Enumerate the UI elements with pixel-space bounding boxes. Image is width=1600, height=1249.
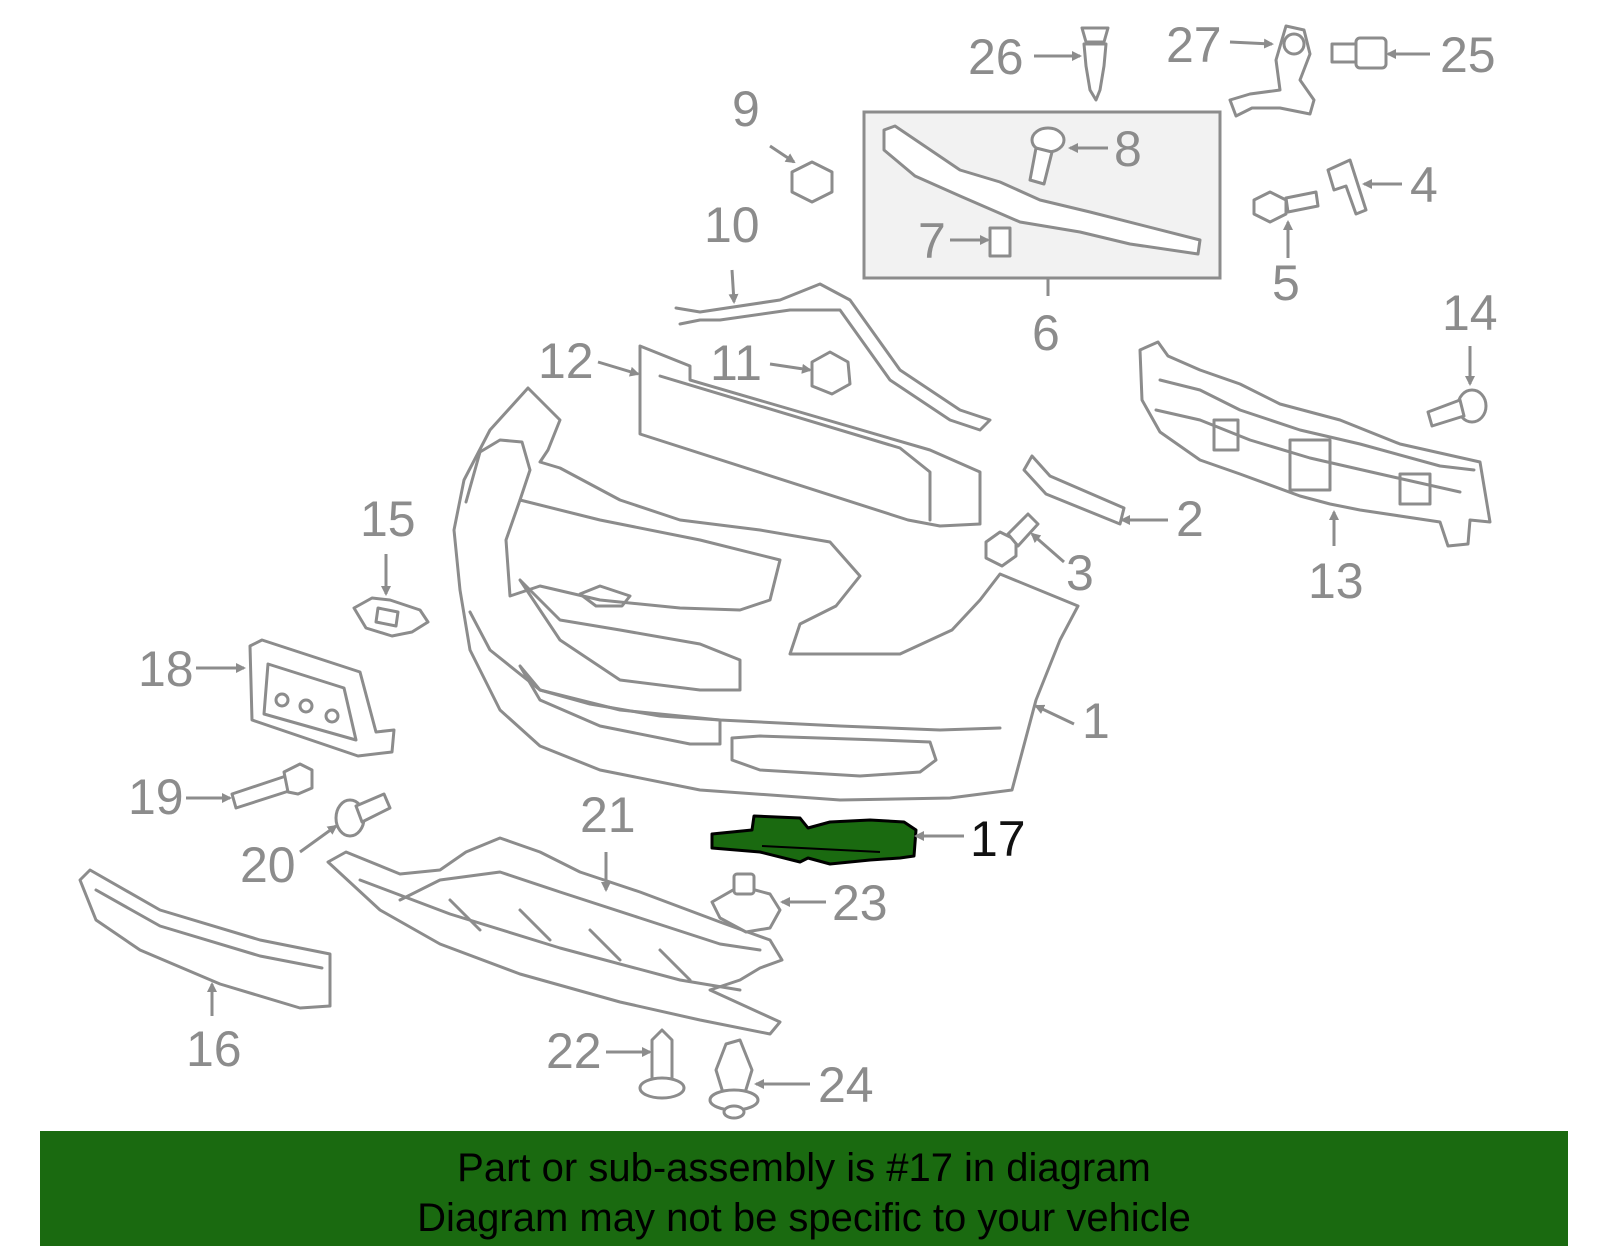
callout-24: 24 [818, 1057, 874, 1113]
banner-line-1: Part or sub-assembly is #17 in diagram [457, 1146, 1151, 1190]
part-26-pin [1080, 26, 1110, 102]
callout-2: 2 [1176, 491, 1204, 547]
part-13-reinforcement [1138, 340, 1492, 548]
callout-16: 16 [186, 1021, 242, 1077]
part-20-bolt [334, 792, 392, 838]
part-17-highlighted [710, 814, 918, 866]
callout-11: 11 [710, 335, 762, 391]
part-12-absorber [638, 344, 982, 528]
callout-21: 21 [580, 787, 636, 843]
callout-26: 26 [968, 29, 1024, 85]
part-14-bolt [1426, 388, 1488, 428]
callout-7: 7 [918, 213, 946, 269]
part-6-bar [882, 124, 1202, 256]
part-7-clip [988, 226, 1012, 258]
callout-23: 23 [832, 875, 888, 931]
callout-25: 25 [1440, 27, 1496, 83]
part-19-fastener [230, 762, 314, 810]
part-11-nut [810, 350, 852, 396]
callout-13: 13 [1308, 553, 1364, 609]
callout-18: 18 [138, 641, 194, 697]
part-5-bolt [1252, 190, 1320, 224]
part-15-emblem [352, 596, 430, 638]
callout-3: 3 [1066, 545, 1094, 601]
callout-9: 9 [732, 81, 760, 137]
callout-5: 5 [1272, 255, 1300, 311]
callout-27: 27 [1166, 17, 1222, 73]
part-2-trim [1022, 454, 1126, 526]
callout-4: 4 [1410, 157, 1438, 213]
callout-20: 20 [240, 837, 296, 893]
part-18-license-bracket [248, 638, 396, 758]
part-10-wire [674, 282, 992, 432]
part-1-bumper-fascia [452, 386, 1080, 802]
part-21-deflector [326, 836, 784, 1036]
part-23-clip [710, 872, 782, 934]
callout-15: 15 [360, 491, 416, 547]
callout-17: 17 [970, 811, 1026, 867]
callout-1: 1 [1082, 693, 1110, 749]
part-22-pin [638, 1028, 686, 1100]
part-25-clip [1330, 36, 1388, 70]
part-27-bracket [1228, 24, 1316, 118]
part-9-nut [790, 160, 834, 204]
part-4-bracket [1326, 158, 1368, 216]
callout-22: 22 [546, 1023, 602, 1079]
callout-10: 10 [704, 197, 760, 253]
callout-19: 19 [128, 769, 184, 825]
part-3-bolt [984, 512, 1040, 568]
callout-12: 12 [538, 333, 594, 389]
callout-14: 14 [1442, 285, 1498, 341]
info-banner: Part or sub-assembly is #17 in diagram D… [40, 1131, 1568, 1246]
banner-line-2: Diagram may not be specific to your vehi… [417, 1196, 1191, 1240]
part-8-bolt [1028, 126, 1066, 186]
callout-6: 6 [1032, 305, 1060, 361]
part-24-rivet [708, 1038, 760, 1120]
callout-8: 8 [1114, 121, 1142, 177]
callout-arrows [186, 38, 1475, 1089]
